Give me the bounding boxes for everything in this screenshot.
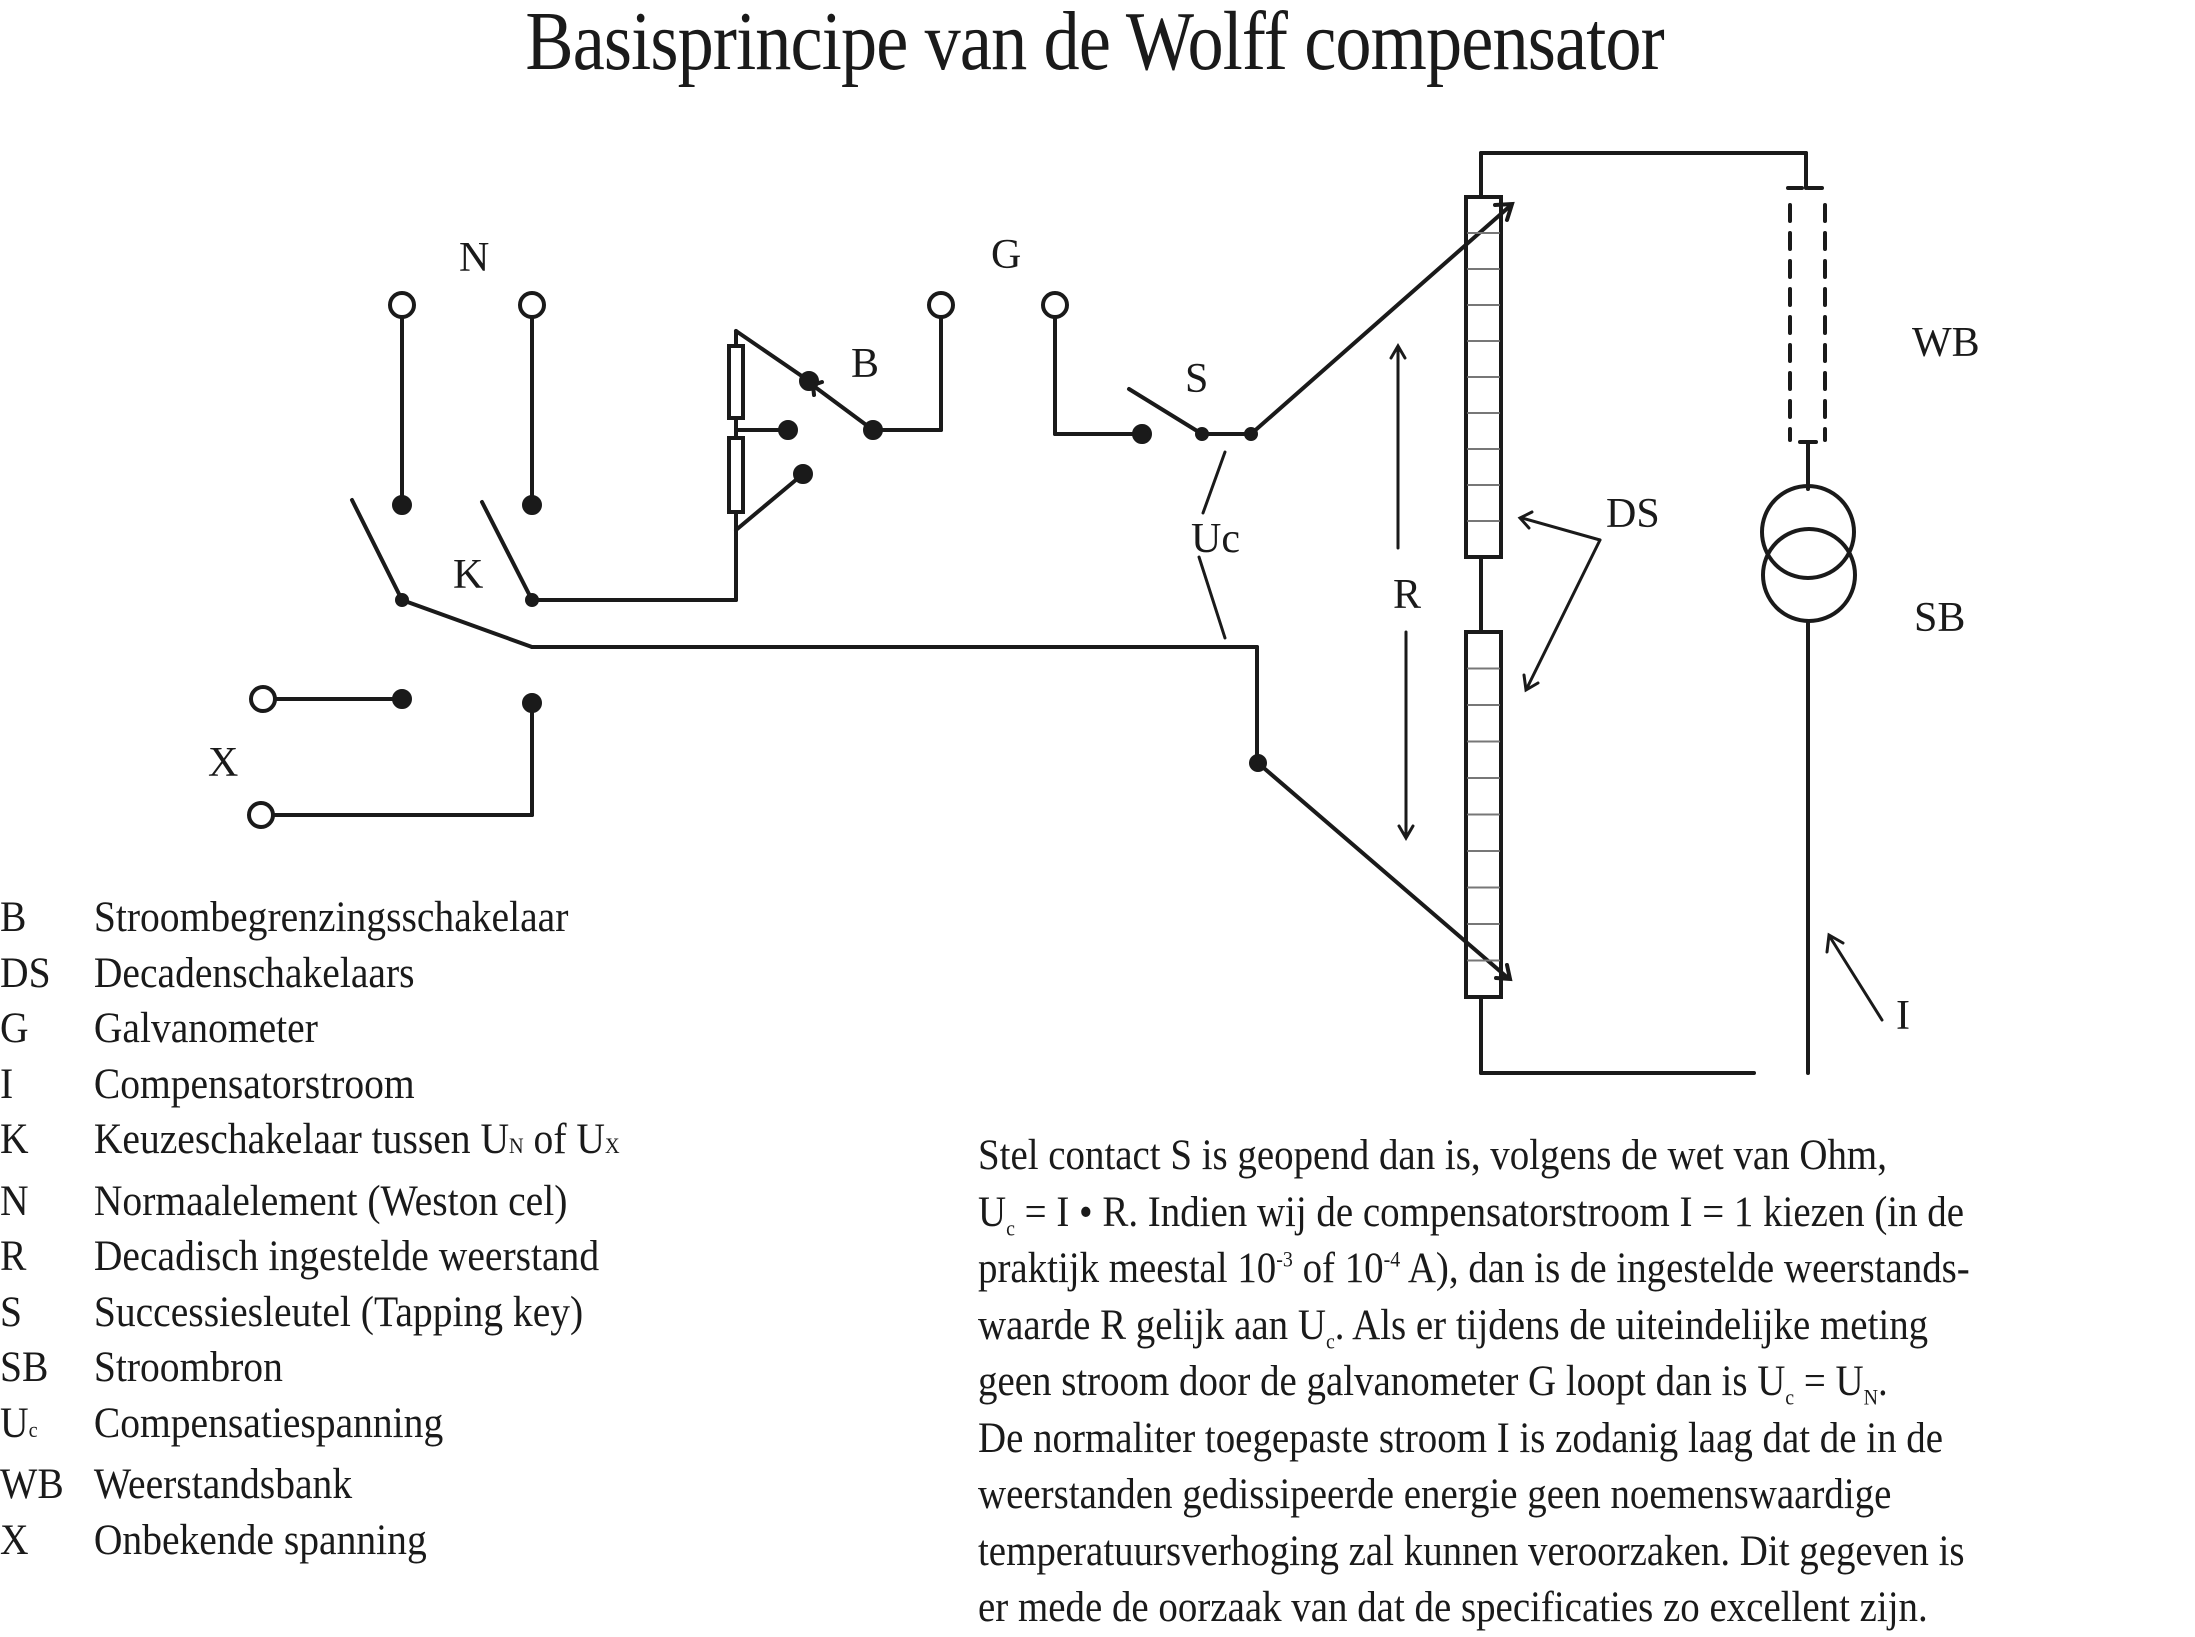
- terminal-x-1: [249, 685, 277, 713]
- lower-wiper: [1249, 645, 1513, 982]
- terminal-pair-g: [927, 291, 1152, 444]
- switch-k: [350, 498, 1254, 649]
- resistor-b-upper: [727, 344, 745, 420]
- explanation-line: De normaliter toegepaste stroom I is zod…: [978, 1414, 1943, 1462]
- terminal-x-2: [247, 801, 275, 829]
- explanation-line: er mede de oorzaak van dat de specificat…: [978, 1584, 1928, 1631]
- terminal-pair-n: [388, 291, 546, 515]
- terminal-g-2: [1041, 291, 1069, 319]
- terminal-pair-x: [247, 685, 542, 829]
- explanation-line: temperatuursverhoging zal kunnen veroorz…: [978, 1527, 1965, 1575]
- label-wb: WB: [1912, 320, 1980, 366]
- contact-s-fixed: [1132, 424, 1152, 444]
- r-arrow: [1389, 343, 1415, 841]
- label-s: S: [1185, 356, 1208, 402]
- contact-x-1: [392, 689, 412, 709]
- explanation-line: praktijk meestal 10-3 of 10-4 A), dan is…: [978, 1245, 1970, 1292]
- ds-arrows: [1517, 510, 1602, 693]
- label-i: I: [1896, 993, 1910, 1039]
- decade-stack-lower: [1464, 630, 1756, 1075]
- selector-b: [727, 315, 943, 602]
- contact-n-2: [522, 495, 542, 515]
- label-ds: DS: [1606, 491, 1660, 537]
- page-title: Basisprincipe van de Wolff compensator: [525, 0, 1664, 88]
- contact-b-2: [778, 420, 798, 440]
- resistor-b-lower: [727, 436, 745, 514]
- label-sb: SB: [1914, 595, 1965, 641]
- resistance-bank-wb: [1786, 186, 1828, 491]
- explanation-text: Stel contact S is geopend dan is, volgen…: [978, 1128, 2195, 1637]
- label-k: K: [453, 552, 483, 598]
- explanation-line: Stel contact S is geopend dan is, volgen…: [978, 1132, 1887, 1179]
- label-uc: Uc: [1191, 516, 1240, 562]
- label-g: G: [991, 232, 1021, 278]
- tapping-key-s: [1127, 201, 1515, 441]
- uc-indicator: [1197, 450, 1227, 640]
- explanation-line: Uc = I • R. Indien wij de compensatorstr…: [978, 1188, 1965, 1241]
- decade-stack-upper: [1464, 151, 1503, 634]
- current-source-sb: [1760, 484, 1857, 1075]
- terminal-n-2: [518, 291, 546, 319]
- current-arrow-i: [1825, 932, 1884, 1022]
- label-r: R: [1393, 572, 1421, 618]
- terminal-n-1: [388, 291, 416, 319]
- explanation-line: weerstanden gedissipeerde energie geen n…: [978, 1471, 1892, 1518]
- explanation-line: waarde R gelijk aan Uc. Als er tijdens d…: [978, 1301, 1929, 1354]
- label-x: X: [208, 740, 238, 786]
- terminal-g-1: [927, 291, 955, 319]
- explanation-line: geen stroom door de galvanometer G loopt…: [978, 1358, 1888, 1410]
- contact-b-3: [793, 464, 813, 484]
- contact-n-1: [392, 495, 412, 515]
- label-n: N: [459, 235, 489, 281]
- label-b: B: [851, 341, 879, 387]
